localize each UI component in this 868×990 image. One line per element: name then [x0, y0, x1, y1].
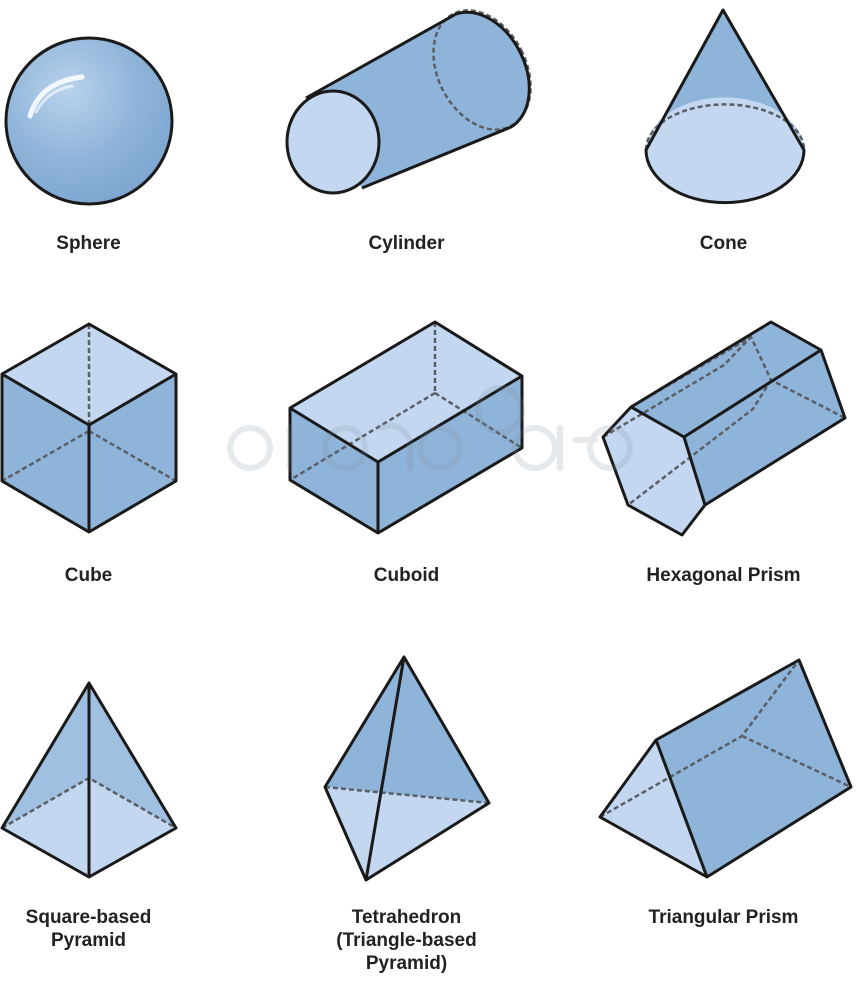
label-triangular-prism: Triangular Prism: [579, 906, 868, 929]
tetrahedron-shape: [323, 655, 491, 882]
label-cube: Cube: [0, 564, 233, 587]
sphere-shape: [4, 36, 174, 206]
label-square-based-pyramid: Square-based Pyramid: [0, 906, 233, 952]
cube-shape: [0, 322, 178, 534]
label-sphere: Sphere: [0, 232, 233, 255]
label-hexagonal-prism: Hexagonal Prism: [579, 564, 868, 587]
label-line: Pyramid: [51, 930, 126, 951]
label-cylinder: Cylinder: [262, 232, 551, 255]
label-line: Square-based: [25, 907, 152, 928]
label-line: Cylinder: [368, 233, 445, 254]
label-cuboid: Cuboid: [262, 564, 551, 587]
cylinder-shape: [285, 9, 532, 195]
label-line: Hexagonal Prism: [646, 565, 801, 586]
label-tetrahedron: Tetrahedron (Triangle-based Pyramid): [262, 906, 551, 975]
label-line: Sphere: [56, 233, 121, 254]
cuboid-shape: [288, 320, 524, 535]
label-cone: Cone: [579, 232, 868, 255]
label-line: (Triangle-based: [336, 930, 477, 951]
hexagonal-prism-shape: [601, 320, 847, 537]
label-line: Triangular Prism: [648, 907, 799, 928]
label-line: Cuboid: [373, 565, 440, 586]
label-line: Tetrahedron: [351, 907, 462, 928]
label-line: Pyramid): [365, 953, 448, 974]
triangular-prism-shape: [598, 658, 853, 879]
cone-shape: [644, 8, 806, 205]
square-based-pyramid-shape: [0, 681, 178, 879]
label-line: Cube: [64, 565, 113, 586]
label-line: Cone: [699, 233, 748, 254]
